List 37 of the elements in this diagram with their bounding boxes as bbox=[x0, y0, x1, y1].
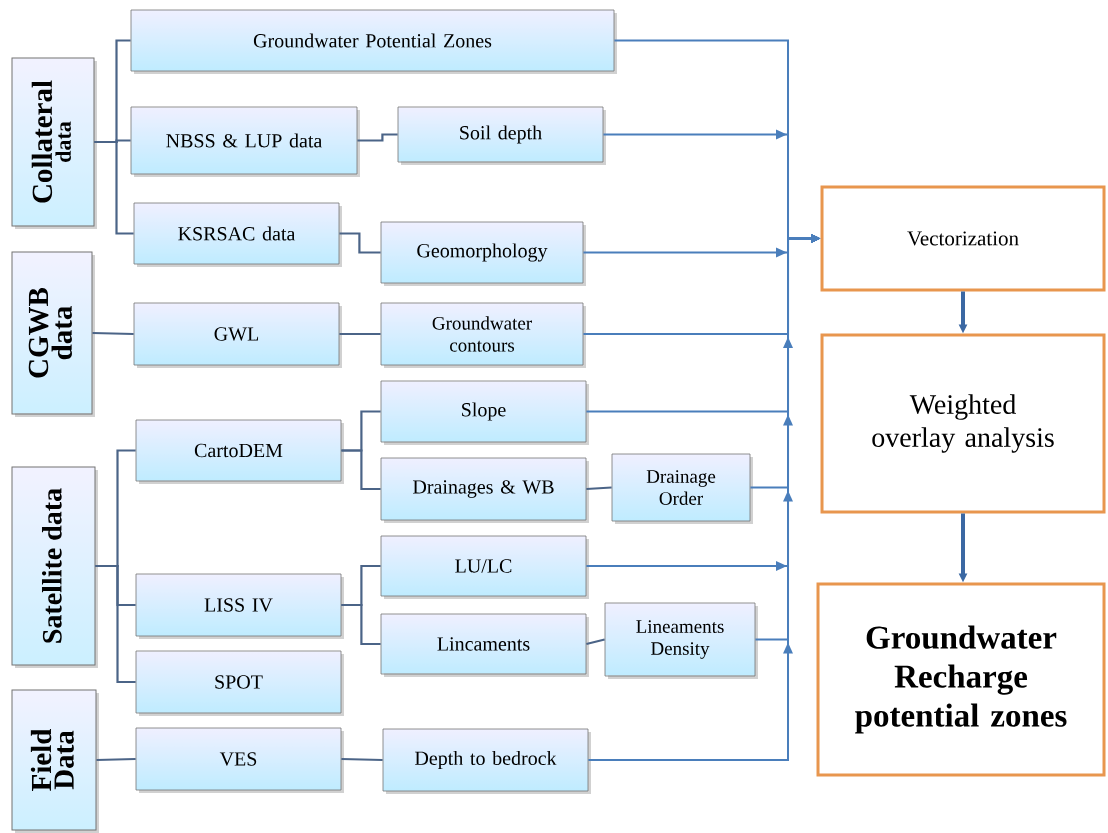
connector-line bbox=[586, 486, 612, 491]
connector-line bbox=[341, 757, 383, 762]
connector-line bbox=[586, 638, 605, 646]
result-box: Groundwater Recharge potential zones bbox=[816, 582, 1106, 777]
process-box: SPOT bbox=[135, 650, 344, 716]
category-box: Collateral data bbox=[11, 57, 97, 229]
process-box: GWL bbox=[133, 302, 342, 368]
process-box: Soil depth bbox=[397, 106, 606, 165]
connector-line bbox=[94, 140, 134, 235]
process-box: Groundwater contours bbox=[380, 302, 586, 368]
output-box: Weighted overlay analysis bbox=[820, 333, 1106, 514]
process-box: CartoDEM bbox=[135, 419, 344, 484]
process-box: LU/LC bbox=[380, 535, 589, 599]
connector-line bbox=[339, 332, 381, 336]
output-box: Vectorization bbox=[820, 185, 1106, 292]
process-box: Geomorphology bbox=[380, 221, 586, 286]
connector-line bbox=[357, 133, 398, 142]
process-box: Drainage Order bbox=[611, 453, 753, 524]
process-box: VES bbox=[135, 727, 344, 793]
process-box: Groundwater Potential Zones bbox=[130, 9, 617, 74]
connector-line bbox=[92, 331, 134, 336]
connector-line bbox=[341, 603, 381, 646]
connector-line bbox=[341, 449, 381, 491]
process-box: Drainages & WB bbox=[380, 457, 589, 523]
category-box: Satellite data bbox=[11, 466, 98, 668]
connector-line bbox=[95, 564, 136, 684]
connector-line bbox=[96, 757, 136, 762]
process-box: LISS IV bbox=[135, 573, 344, 639]
process-box: Lincaments bbox=[380, 613, 589, 677]
process-box: Lineaments Density bbox=[604, 602, 758, 679]
category-box: Field Data bbox=[11, 689, 99, 833]
category-box: CGWB data bbox=[11, 251, 95, 417]
connector-line bbox=[339, 232, 381, 254]
process-box: Depth to bedrock bbox=[382, 728, 591, 794]
process-box: NBSS & LUP data bbox=[130, 106, 360, 177]
process-box: KSRSAC data bbox=[133, 202, 342, 267]
process-box: Slope bbox=[380, 380, 589, 445]
